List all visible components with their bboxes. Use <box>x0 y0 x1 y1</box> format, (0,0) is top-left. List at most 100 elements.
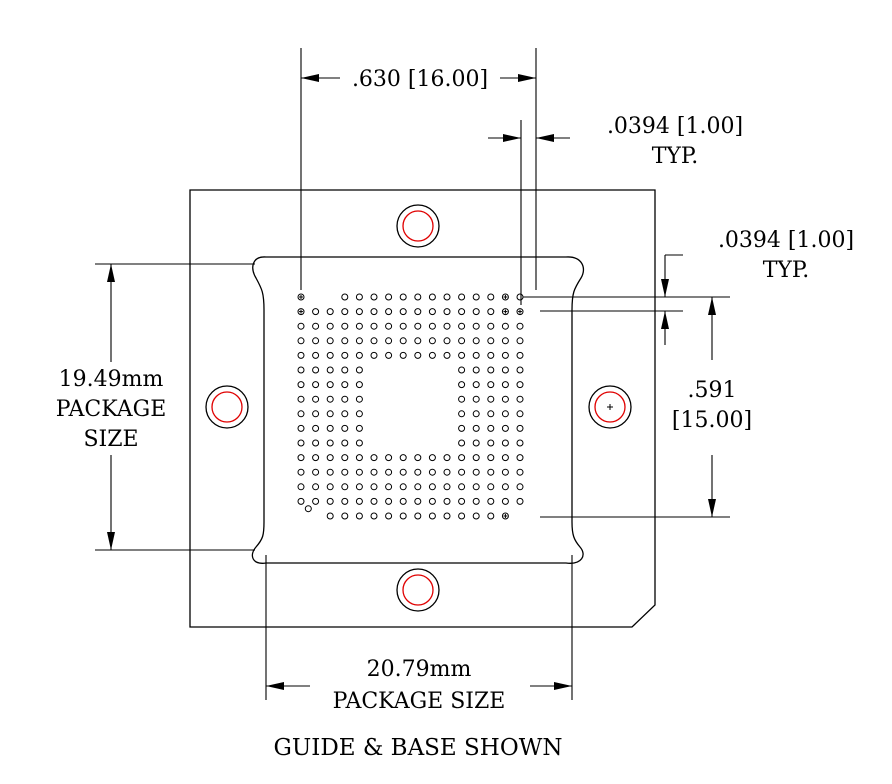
ball-pad <box>355 439 363 447</box>
ball-pad <box>472 337 480 345</box>
ball-pad <box>487 410 495 418</box>
ball-pad <box>428 337 436 345</box>
ball-pad <box>443 512 451 520</box>
arrowhead <box>107 532 115 550</box>
ball-pad <box>385 497 393 505</box>
ball-pad <box>297 351 305 359</box>
ball-pad <box>297 424 305 432</box>
ball-pad <box>385 454 393 462</box>
ball-pad <box>414 351 422 359</box>
ball-pad <box>326 366 334 374</box>
ball-pad <box>312 308 320 316</box>
ball-pad <box>355 395 363 403</box>
ball-pad <box>326 410 334 418</box>
ball-pad <box>326 424 334 432</box>
ball-pad <box>312 468 320 476</box>
ball-pad <box>487 512 495 520</box>
ball-pad <box>341 497 349 505</box>
ball-pad <box>472 322 480 330</box>
ball-pad <box>487 322 495 330</box>
ball-pad <box>487 454 495 462</box>
ball-pad <box>516 483 524 491</box>
ball-pad <box>472 424 480 432</box>
ball-pad <box>501 366 509 374</box>
ball-pad <box>472 293 480 301</box>
ball-pad <box>326 497 334 505</box>
ball-pad <box>297 366 305 374</box>
ball-pad <box>326 395 334 403</box>
ball-pad <box>341 439 349 447</box>
ball-pad <box>355 322 363 330</box>
ball-pad <box>501 424 509 432</box>
ball-pad <box>341 424 349 432</box>
ball-pad <box>458 497 466 505</box>
ball-pad <box>516 337 524 345</box>
ball-pad <box>428 468 436 476</box>
ball-pad <box>487 468 495 476</box>
ball-pad <box>501 468 509 476</box>
ball-pad <box>297 483 305 491</box>
ball-pad <box>472 468 480 476</box>
ball-pad <box>341 512 349 520</box>
ball-pad <box>370 351 378 359</box>
ball-pad <box>297 439 305 447</box>
ball-pad <box>472 410 480 418</box>
ball-pad <box>399 468 407 476</box>
ball-pad <box>312 454 320 462</box>
ball-pad <box>385 322 393 330</box>
ball-pad <box>516 497 524 505</box>
ball-pad <box>472 395 480 403</box>
ball-pad <box>326 351 334 359</box>
ball-pad <box>516 351 524 359</box>
ball-pad <box>501 322 509 330</box>
ball-pad <box>443 293 451 301</box>
ball-pad <box>428 351 436 359</box>
ball-pad <box>428 454 436 462</box>
ball-pad <box>312 424 320 432</box>
ball-pad <box>385 293 393 301</box>
ball-pad <box>487 351 495 359</box>
ball-pad <box>341 483 349 491</box>
dim-top-width-label: .630 [16.00] <box>352 67 488 92</box>
arrowhead <box>107 264 115 282</box>
ball-pad <box>399 351 407 359</box>
ball-pad <box>399 512 407 520</box>
ball-pad <box>385 308 393 316</box>
mounting-hole-bottom <box>396 568 440 612</box>
ball-pad <box>326 381 334 389</box>
ball-pad <box>370 454 378 462</box>
ball-pad <box>443 483 451 491</box>
ball-pad <box>297 337 305 345</box>
dim-bottom-package-value: 20.79mm <box>367 657 472 682</box>
ball-pad <box>385 351 393 359</box>
ball-pad <box>458 395 466 403</box>
ball-pad <box>326 308 334 316</box>
ball-pad <box>501 497 509 505</box>
ball-pad <box>472 381 480 389</box>
ball-pad <box>399 483 407 491</box>
ball-pad <box>355 468 363 476</box>
ball-pad <box>326 337 334 345</box>
dim-right-pitch-typ: TYP. <box>763 258 810 283</box>
ball-pad <box>501 439 509 447</box>
ball-pad <box>501 512 509 520</box>
ball-pad <box>312 366 320 374</box>
ball-pad <box>355 424 363 432</box>
ball-pad <box>341 395 349 403</box>
ball-pad <box>341 308 349 316</box>
ball-pad <box>297 454 305 462</box>
ball-pad <box>472 483 480 491</box>
ball-pad <box>297 293 305 301</box>
dim-left-package-size: SIZE <box>83 427 138 452</box>
drawing-caption: GUIDE & BASE SHOWN <box>274 735 563 761</box>
base-plate-outline <box>189 189 656 628</box>
ball-pad <box>312 497 320 505</box>
ball-pad <box>414 308 422 316</box>
ball-pad <box>414 293 422 301</box>
ball-pad <box>312 410 320 418</box>
ball-pad <box>501 351 509 359</box>
arrowhead <box>518 74 536 82</box>
dim-bottom-package-label: PACKAGE SIZE <box>333 689 506 714</box>
ball-pad <box>297 468 305 476</box>
ball-pad <box>501 381 509 389</box>
